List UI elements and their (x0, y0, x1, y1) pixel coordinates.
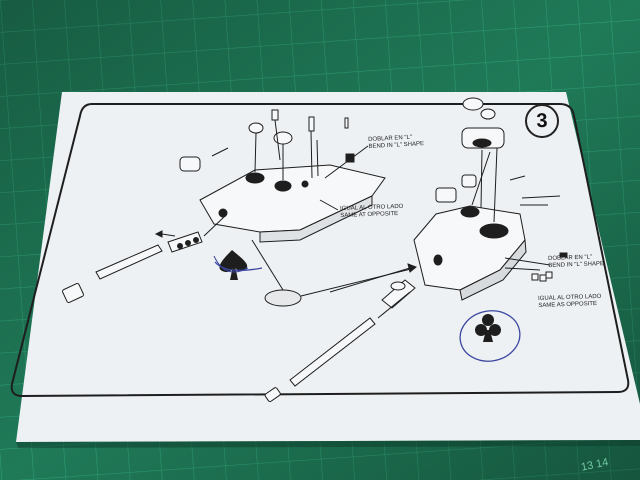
left-hatch-hole (274, 180, 292, 192)
left-gun-barrel (95, 244, 163, 280)
instruction-sheet (16, 92, 640, 442)
same-callout-left: IGUAL AL OTRO LADO SAME AT OPPOSITE (340, 204, 404, 220)
right-gun-barrel (289, 317, 376, 387)
club-icon (459, 310, 521, 362)
sheet-shadow-edge (16, 440, 640, 448)
left-muzzle-brake (62, 283, 84, 303)
left-cupola-hole (245, 172, 265, 184)
right-assembly-diagram (264, 97, 568, 403)
bend-callout-right: DOBLAR EN "L" BEND IN "L" SHAPE (548, 254, 604, 270)
right-hatch-hole (460, 206, 480, 218)
spade-hand-drawn-icon (213, 250, 263, 280)
left-mantlet (167, 231, 203, 253)
same-callout-right: IGUAL AL OTRO LADO SAME AS OPPOSITE (538, 294, 602, 310)
left-small-part-a (179, 156, 201, 172)
right-cupola-hole (479, 223, 509, 239)
right-muzzle (264, 387, 281, 403)
bend-callout-left: DOBLAR EN "L" BEND IN "L" SHAPE (368, 134, 424, 151)
left-assembly-diagram (62, 109, 416, 307)
sheet-inner-border (10, 103, 630, 398)
left-round-hatch (264, 289, 302, 307)
